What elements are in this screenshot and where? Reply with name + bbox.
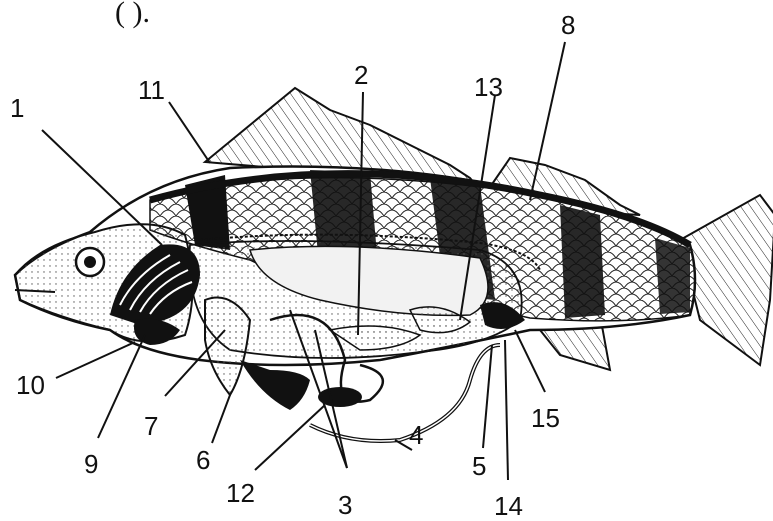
dark-band-4 <box>560 205 605 318</box>
eye-pupil <box>84 256 96 268</box>
leader-14 <box>505 340 508 480</box>
label-5: 5 <box>472 453 486 479</box>
label-3: 3 <box>338 492 352 518</box>
leader-10 <box>56 342 135 378</box>
label-12: 12 <box>226 480 255 506</box>
label-6: 6 <box>196 447 210 473</box>
label-13: 13 <box>474 74 503 100</box>
stomach <box>240 360 310 410</box>
label-8: 8 <box>561 12 575 38</box>
label-7: 7 <box>144 413 158 439</box>
label-14: 14 <box>494 493 523 519</box>
label-15: 15 <box>531 405 560 431</box>
label-11: 11 <box>138 77 165 103</box>
label-10: 10 <box>16 372 45 398</box>
label-1: 1 <box>10 95 24 121</box>
label-2: 2 <box>354 62 368 88</box>
label-9: 9 <box>84 451 98 477</box>
dark-band-5 <box>655 238 690 314</box>
leader-15 <box>515 330 545 392</box>
leader-9 <box>98 335 145 438</box>
leader-5 <box>483 345 492 448</box>
label-4: 4 <box>409 422 423 448</box>
leader-12 <box>255 405 325 470</box>
leader-11 <box>169 102 210 163</box>
leader-6 <box>212 395 230 443</box>
liver <box>205 298 250 396</box>
